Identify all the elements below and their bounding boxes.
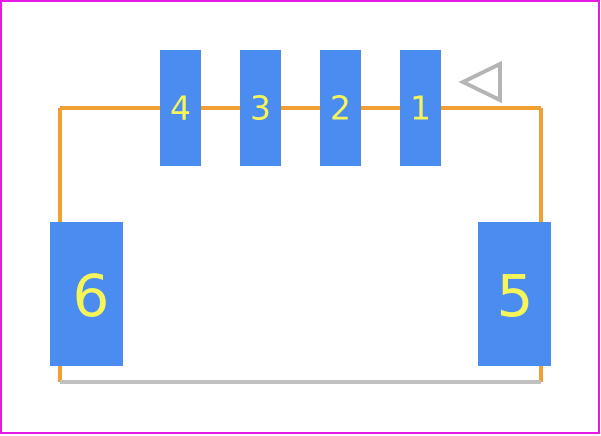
pad-5-body bbox=[478, 222, 551, 366]
pad-5-label: 5 bbox=[497, 262, 534, 330]
pad-5[interactable]: 5 bbox=[478, 222, 551, 366]
pad-1-label: 1 bbox=[410, 89, 431, 128]
pad-2-label: 2 bbox=[330, 89, 351, 128]
silkscreen-outline bbox=[58, 106, 543, 384]
pad-6[interactable]: 6 bbox=[50, 222, 123, 366]
pad-1-body bbox=[400, 50, 441, 166]
pad-3-label: 3 bbox=[250, 89, 271, 128]
pad-3[interactable]: 3 bbox=[240, 50, 281, 166]
pad-4-body bbox=[160, 50, 201, 166]
pad-2-body bbox=[320, 50, 361, 166]
pad-2[interactable]: 2 bbox=[320, 50, 361, 166]
triangle-left-icon bbox=[458, 60, 502, 104]
pad-4[interactable]: 4 bbox=[160, 50, 201, 166]
pad-6-body bbox=[50, 222, 123, 366]
pad-6-label: 6 bbox=[73, 262, 110, 330]
pad-3-body bbox=[240, 50, 281, 166]
pad-1[interactable]: 1 bbox=[400, 50, 441, 166]
pad-4-label: 4 bbox=[170, 89, 191, 128]
